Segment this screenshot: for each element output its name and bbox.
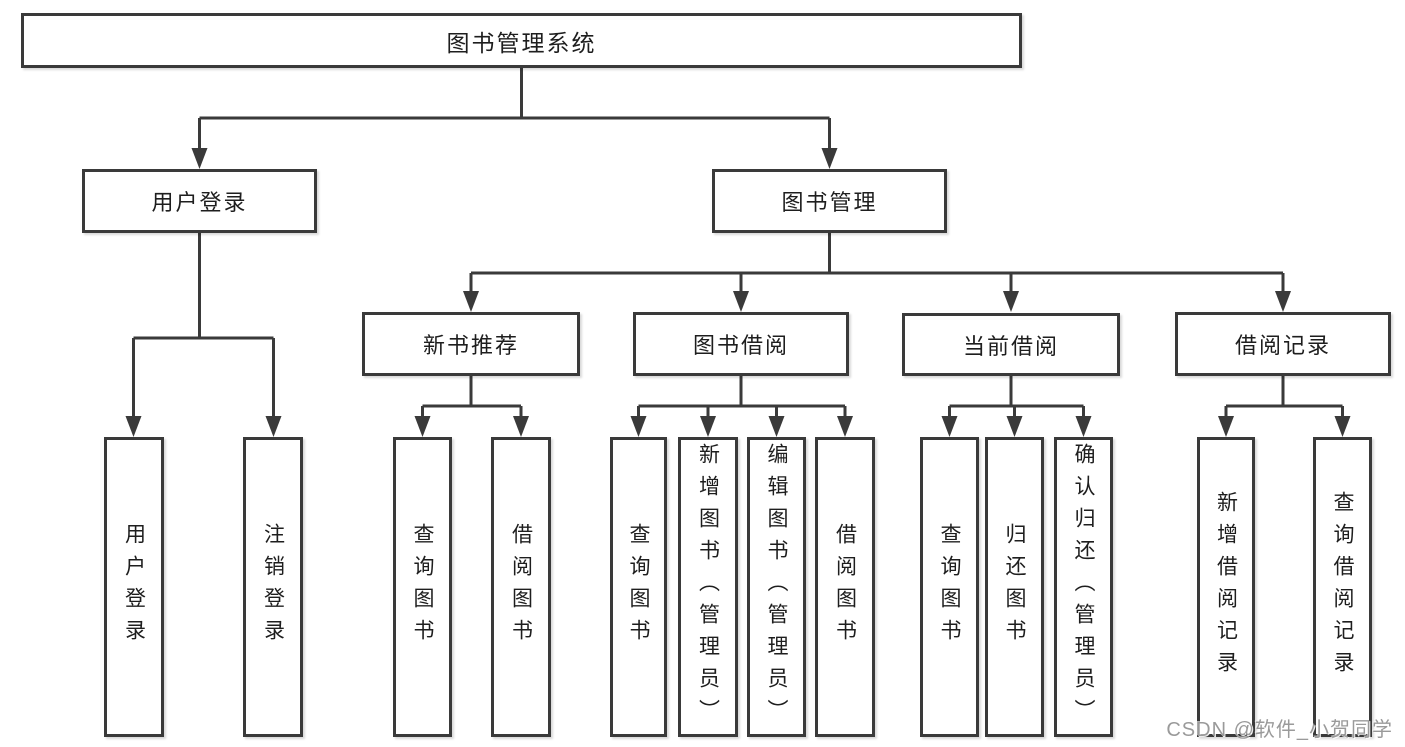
- leaf-query-books-recommend: 查询图书: [393, 437, 452, 737]
- leaf-logout: 注销登录: [243, 437, 303, 737]
- node-root-system: 图书管理系统: [21, 13, 1022, 68]
- leaf-edit-book-admin: 编辑图书（管理员）: [747, 437, 806, 737]
- leaf-add-book-admin-label: 新增图书（管理员）: [696, 443, 720, 731]
- node-book-management: 图书管理: [712, 169, 947, 233]
- csdn-watermark: CSDN @软件_小贺同学: [1166, 719, 1393, 741]
- leaf-confirm-return-admin: 确认归还（管理员）: [1054, 437, 1113, 737]
- node-borrow-records-label: 借阅记录: [1234, 333, 1331, 358]
- node-book-borrow: 图书借阅: [633, 312, 849, 376]
- node-book-borrow-label: 图书借阅: [692, 333, 789, 358]
- leaf-query-books-current-label: 查询图书: [938, 523, 961, 651]
- node-user-login-label: 用户登录: [151, 190, 248, 215]
- leaf-query-borrow-record-label: 查询借阅记录: [1331, 491, 1354, 683]
- node-book-management-label: 图书管理: [781, 190, 878, 215]
- node-new-book-recommend-label: 新书推荐: [422, 333, 519, 358]
- node-root-label: 图书管理系统: [446, 29, 597, 56]
- node-current-borrow-label: 当前借阅: [962, 333, 1059, 359]
- leaf-return-book: 归还图书: [985, 437, 1044, 737]
- leaf-query-books-recommend-label: 查询图书: [411, 523, 434, 651]
- leaf-return-book-label: 归还图书: [1003, 523, 1026, 651]
- leaf-query-books-current: 查询图书: [920, 437, 979, 737]
- leaf-borrow-books-recommend-label: 借阅图书: [509, 523, 533, 651]
- leaf-add-book-admin: 新增图书（管理员）: [678, 437, 738, 737]
- leaf-borrow-books-recommend: 借阅图书: [491, 437, 551, 737]
- leaf-query-books-borrow: 查询图书: [610, 437, 667, 737]
- node-borrow-records: 借阅记录: [1175, 312, 1391, 376]
- leaf-query-books-borrow-label: 查询图书: [627, 523, 650, 651]
- leaf-confirm-return-admin-label: 确认归还（管理员）: [1072, 443, 1095, 731]
- node-current-borrow: 当前借阅: [902, 313, 1120, 376]
- node-new-book-recommend: 新书推荐: [362, 312, 580, 376]
- leaf-query-borrow-record: 查询借阅记录: [1313, 437, 1372, 737]
- leaf-logout-label: 注销登录: [261, 523, 285, 651]
- leaf-user-login: 用户登录: [104, 437, 164, 737]
- leaf-add-borrow-record-label: 新增借阅记录: [1214, 491, 1238, 683]
- leaf-add-borrow-record: 新增借阅记录: [1197, 437, 1255, 737]
- leaf-user-login-label: 用户登录: [122, 523, 146, 651]
- leaf-borrow-books: 借阅图书: [815, 437, 875, 737]
- node-user-login: 用户登录: [82, 169, 317, 233]
- leaf-edit-book-admin-label: 编辑图书（管理员）: [765, 443, 788, 731]
- leaf-borrow-books-label: 借阅图书: [833, 523, 857, 651]
